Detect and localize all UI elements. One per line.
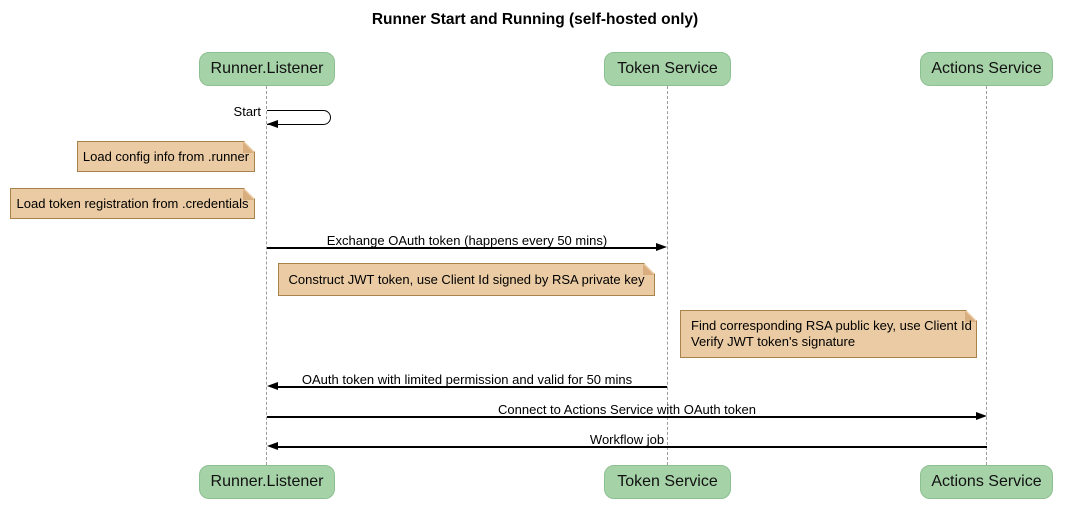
message-label-exchange-oauth: Exchange OAuth token (happens every 50 m… [326,233,608,248]
participant-actions-service-top: Actions Service [920,52,1053,86]
message-self-loop [267,110,331,125]
note-fold-icon [643,264,654,275]
lifeline-actions-service [986,86,987,465]
message-label-workflow-job: Workflow job [589,432,665,447]
participant-label: Actions Service [931,473,1042,490]
note-verify-jwt: Find corresponding RSA public key, use C… [680,310,977,358]
arrowhead-icon [267,119,278,128]
message-line [267,416,976,418]
message-line [277,386,667,388]
arrowhead-icon [976,412,987,420]
participant-label: Actions Service [931,60,1042,77]
note-text-line: Verify JWT token's signature [691,334,856,349]
message-label-oauth-token: OAuth token with limited permission and … [301,372,633,387]
message-label-connect-actions: Connect to Actions Service with OAuth to… [498,402,756,417]
diagram-title: Runner Start and Running (self-hosted on… [371,11,699,28]
arrowhead-icon [656,243,667,251]
note-construct-jwt: Construct JWT token, use Client Id signe… [278,263,655,296]
note-fold-icon [243,189,254,200]
participant-label: Token Service [617,60,718,77]
message-line [267,247,656,249]
arrowhead-icon [267,442,278,450]
note-text: Load config info from .runner [82,149,250,164]
note-fold-icon [243,142,254,153]
note-load-config: Load config info from .runner [77,141,255,172]
note-text-line: Find corresponding RSA public key, use C… [691,318,972,333]
participant-token-service-bottom: Token Service [604,465,731,499]
note-fold-icon [965,311,976,322]
participant-label: Runner.Listener [210,60,324,77]
participant-token-service-top: Token Service [604,52,731,86]
participant-runner-listener-top: Runner.Listener [199,52,335,86]
lifeline-runner-listener [266,86,267,465]
message-label-start: Start [233,104,261,119]
lifeline-token-service [667,86,668,465]
note-load-token-registration: Load token registration from .credential… [10,188,255,219]
participant-label: Token Service [617,473,718,490]
participant-runner-listener-bottom: Runner.Listener [199,465,335,499]
participant-label: Runner.Listener [210,473,324,490]
message-line [277,446,987,448]
participant-actions-service-bottom: Actions Service [920,465,1053,499]
note-text: Load token registration from .credential… [16,196,249,211]
note-text: Construct JWT token, use Client Id signe… [288,272,645,287]
arrowhead-icon [267,382,278,390]
